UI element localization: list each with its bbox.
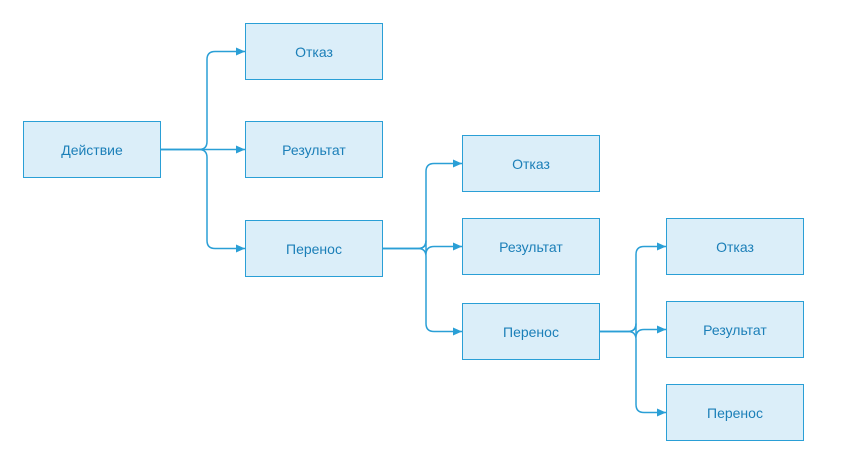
connector-l2_transfer-to-l3_result — [600, 323, 666, 338]
connector-l1_transfer-to-l2_transfer — [383, 247, 462, 336]
node-refusal-level2[interactable]: Отказ — [462, 135, 600, 192]
connector-l2_transfer-to-l3_refusal — [600, 242, 666, 333]
node-refusal-level3[interactable]: Отказ — [666, 218, 804, 275]
connector-root-to-l1_transfer — [161, 148, 245, 253]
connector-l1_transfer-to-l2_result — [383, 240, 462, 255]
node-transfer-level2[interactable]: Перенос — [462, 303, 600, 360]
node-result-level2[interactable]: Результат — [462, 218, 600, 275]
node-action[interactable]: Действие — [23, 121, 161, 178]
node-result-level3[interactable]: Результат — [666, 301, 804, 358]
node-transfer-level1[interactable]: Перенос — [245, 220, 383, 277]
connector-l1_transfer-to-l2_refusal — [383, 159, 462, 250]
node-result-level1[interactable]: Результат — [245, 121, 383, 178]
node-refusal-level1[interactable]: Отказ — [245, 23, 383, 80]
node-transfer-level3[interactable]: Перенос — [666, 384, 804, 441]
connector-root-to-l1_refusal — [161, 47, 245, 151]
connector-l2_transfer-to-l3_transfer — [600, 330, 666, 417]
